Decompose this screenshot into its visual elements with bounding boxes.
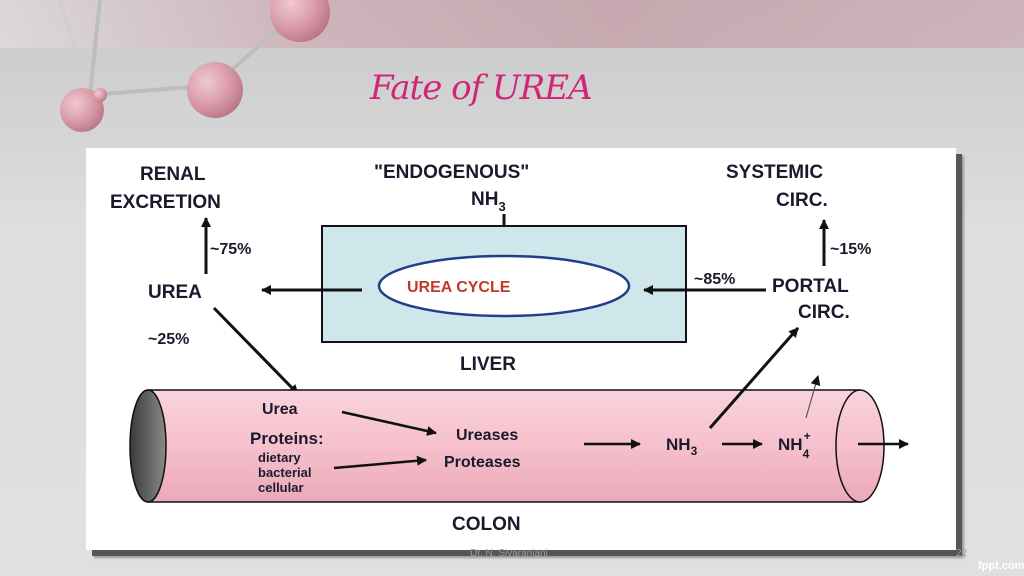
- slide-title: Fate of UREA: [370, 68, 593, 108]
- colon-nh4-label: NH+4: [778, 429, 811, 461]
- molecule-decoration: [58, 0, 330, 132]
- colon-tube-right-end: [835, 389, 885, 503]
- urea-to-colon-arrow: [212, 306, 300, 396]
- portal-label: PORTAL: [772, 276, 849, 297]
- brand-watermark: fppt.com: [978, 560, 1024, 572]
- page-number: 22: [956, 548, 968, 559]
- nh3-top-label: NH3: [471, 189, 506, 214]
- bacterial-label: bacterial: [258, 465, 311, 480]
- dietary-label: dietary: [258, 450, 301, 465]
- urea-to-ureases-arrow: [341, 410, 437, 436]
- circ-label: CIRC.: [776, 190, 828, 211]
- endogenous-label: "ENDOGENOUS": [374, 162, 529, 183]
- percent-colon-label: ~25%: [148, 331, 189, 348]
- proteins-label: Proteins:: [250, 429, 324, 448]
- renal-label: RENAL: [140, 164, 206, 185]
- molecule-sphere: [270, 0, 330, 42]
- colon-urea-label: Urea: [262, 401, 298, 418]
- diagram-panel: RENAL EXCRETION "ENDOGENOUS" NH3 SYSTEMI…: [86, 148, 956, 550]
- proteases-label: Proteases: [444, 454, 521, 471]
- percent-renal-label: ~75%: [210, 241, 251, 258]
- colon-label: COLON: [452, 514, 521, 535]
- urea-label: UREA: [148, 282, 202, 303]
- urea-fate-diagram: RENAL EXCRETION "ENDOGENOUS" NH3 SYSTEMI…: [110, 162, 909, 535]
- liver-label: LIVER: [460, 354, 516, 375]
- molecule-sphere: [60, 88, 104, 132]
- nh4-to-portal-thin-arrow: [805, 375, 821, 419]
- molecule-sphere: [93, 88, 107, 102]
- percent-liver-label: ~85%: [694, 271, 735, 288]
- excretion-label: EXCRETION: [110, 192, 221, 213]
- systemic-label: SYSTEMIC: [726, 162, 823, 183]
- percent-systemic-label: ~15%: [830, 241, 871, 258]
- footer-author: Dr. N. Sivaranjani: [470, 548, 548, 559]
- cellular-label: cellular: [258, 480, 304, 495]
- colon-tube: [147, 389, 861, 503]
- nh3-to-portal-arrow: [708, 327, 800, 429]
- header-band: [0, 0, 1024, 48]
- urea-cycle-label: UREA CYCLE: [407, 279, 511, 296]
- molecule-sphere: [187, 62, 243, 118]
- ureases-label: Ureases: [456, 427, 518, 444]
- urea-cycle-ellipse: [377, 254, 631, 318]
- colon-tube-left-end: [129, 389, 167, 503]
- proteins-to-proteases-arrow: [333, 455, 427, 470]
- colon-nh3-label: NH3: [666, 435, 698, 458]
- portal-circ-label: CIRC.: [798, 302, 850, 323]
